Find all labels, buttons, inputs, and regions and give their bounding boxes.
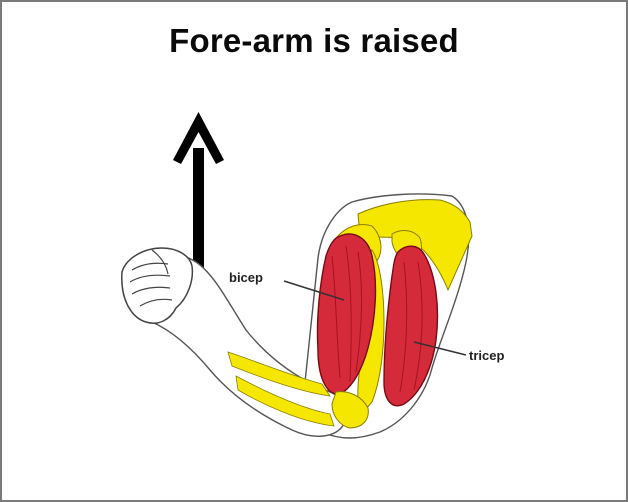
tricep-label: tricep — [469, 348, 504, 363]
bicep-label: bicep — [229, 270, 263, 285]
